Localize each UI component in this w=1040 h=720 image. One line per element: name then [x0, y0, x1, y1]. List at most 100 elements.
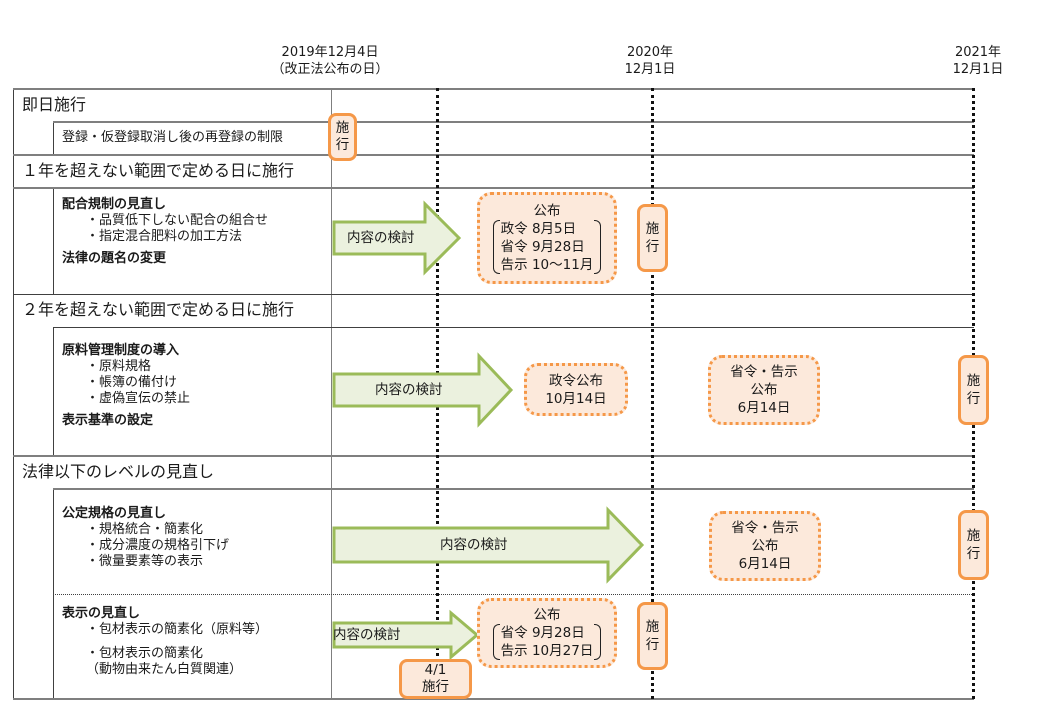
publication-details: 政令 8月5日 省令 9月28日 告示 10〜11月	[492, 220, 602, 274]
enforcement-box-row2: 施行	[958, 355, 989, 425]
label-timeline-divider	[331, 88, 332, 699]
date-marker-line2: （改正法公布の日）	[271, 62, 389, 77]
table-indent-border	[53, 488, 54, 699]
item-bullet: ・規格統合・簡素化	[86, 522, 204, 537]
item-reregistration-restriction: 登録・仮登録取消し後の再登録の制限	[62, 130, 283, 146]
item-bullet: ・指定混合肥料の加工方法	[86, 229, 243, 244]
item-bullet: ・微量要素等の表示	[86, 554, 204, 569]
publication-line: 告示 10月27日	[500, 643, 594, 659]
publication-line: 省令 9月28日	[500, 239, 585, 255]
item-bullet: ・原料規格	[86, 359, 152, 374]
arrow-shape	[332, 506, 645, 584]
item-blending-regulation: 配合規制の見直し ・品質低下しない配合の組合せ ・指定混合肥料の加工方法 法律の…	[62, 197, 268, 267]
box-line: 省令・告示	[731, 520, 799, 536]
box-line: 6月14日	[738, 556, 792, 572]
early-enforcement-box-row4: 4/1 施行	[399, 659, 472, 699]
grid-line	[13, 187, 974, 189]
arrow-shape	[332, 352, 514, 428]
box-line: 公布	[750, 382, 778, 398]
arrow-label: 内容の検討	[347, 230, 415, 246]
grid-line	[53, 327, 974, 328]
box-line: 省令・告示	[730, 364, 798, 380]
item-bullet: ・帳簿の備付け	[86, 375, 178, 390]
section-title-sub-law-review: 法律以下のレベルの見直し	[22, 462, 215, 481]
grid-line	[13, 455, 974, 457]
item-bullet: ・包材表示の簡素化（原料等）	[86, 622, 269, 637]
item-heading: 原料管理制度の導入	[62, 343, 180, 358]
review-arrow-row3: 内容の検討	[332, 506, 645, 584]
item-bullet-continued: （動物由来たん白質関連）	[86, 662, 243, 677]
table-indent-border	[53, 327, 54, 455]
item-bullet: ・成分濃度の規格引下げ	[86, 538, 230, 553]
timeline-2020-12-01-line	[651, 88, 654, 699]
item-heading: 法律の題名の変更	[62, 251, 167, 266]
publication-box-row1: 公布 政令 8月5日 省令 9月28日 告示 10〜11月	[477, 192, 617, 284]
enforcement-box-row4: 施行	[637, 602, 668, 670]
section-title-immediate: 即日施行	[22, 95, 87, 114]
enforcement-label: 施行	[966, 373, 981, 407]
section-title-within-2-years: ２年を超えない範囲で定める日に施行	[22, 300, 295, 319]
item-heading: 公定規格の見直し	[62, 506, 167, 521]
cabinet-order-box-row2: 政令公布 10月14日	[524, 363, 628, 416]
item-bullet: ・包材表示の簡素化	[86, 646, 204, 661]
table-left-border	[13, 88, 14, 699]
box-line: 4/1	[424, 662, 447, 678]
box-line: 政令公布	[549, 372, 603, 389]
publication-title: 公布	[533, 607, 561, 623]
publication-line: 政令 8月5日	[500, 221, 577, 237]
item-heading: 配合規制の見直し	[62, 197, 167, 212]
date-marker-line1: 2020年	[626, 45, 674, 60]
enforcement-box-row3: 施行	[958, 510, 989, 580]
enforcement-box-row1: 施行	[637, 204, 668, 272]
grid-line-dotted	[53, 594, 974, 595]
grid-line	[13, 88, 974, 90]
enforcement-label: 施行	[645, 221, 660, 255]
date-marker-line1: 2019年12月4日	[281, 45, 379, 60]
enforcement-label: 施行	[335, 120, 350, 153]
review-arrow-row1: 内容の検討	[332, 200, 462, 276]
grid-line	[13, 698, 974, 700]
table-indent-border	[53, 121, 54, 154]
publication-title: 公布	[533, 203, 561, 219]
item-bullet: ・品質低下しない配合の組合せ	[86, 213, 269, 228]
grid-line	[13, 154, 974, 156]
item-bullet: ・虚偽宣伝の禁止	[86, 391, 191, 406]
publication-line: 告示 10〜11月	[500, 257, 594, 273]
item-labeling-review: 表示の見直し ・包材表示の簡素化（原料等） ・包材表示の簡素化 （動物由来たん白…	[62, 606, 268, 678]
review-arrow-row4: 内容の検討	[332, 609, 480, 661]
box-line: 公布	[751, 538, 779, 554]
item-raw-material-management: 原料管理制度の導入 ・原料規格 ・帳簿の備付け ・虚偽宣伝の禁止 表示基準の設定	[62, 343, 190, 429]
arrow-label: 内容の検討	[440, 537, 508, 553]
item-heading: 表示基準の設定	[62, 413, 154, 428]
date-marker-line2: 12月1日	[952, 62, 1004, 77]
arrow-shape	[332, 200, 462, 276]
arrow-shape	[332, 609, 480, 661]
ministerial-order-box-row2: 省令・告示 公布 6月14日	[708, 355, 820, 425]
date-marker-line2: 12月1日	[624, 62, 676, 77]
table-indent-border	[53, 188, 54, 294]
date-marker-2019-12-04: 2019年12月4日 （改正法公布の日）	[250, 44, 410, 78]
box-line: 10月14日	[545, 390, 607, 407]
section-title-within-1-year: １年を超えない範囲で定める日に施行	[22, 161, 295, 180]
box-line: 6月14日	[737, 400, 791, 416]
ministerial-order-box-row3: 省令・告示 公布 6月14日	[709, 511, 821, 581]
publication-box-row4: 公布 省令 9月28日 告示 10月27日	[477, 598, 617, 668]
date-marker-2020-12-01: 2020年 12月1日	[610, 44, 690, 78]
review-arrow-row2: 内容の検討	[332, 352, 514, 428]
date-marker-line1: 2021年	[954, 45, 1002, 60]
item-heading: 表示の見直し	[62, 606, 141, 621]
grid-line	[53, 121, 974, 123]
enforcement-box-immediate: 施行	[328, 113, 357, 161]
item-line: 登録・仮登録取消し後の再登録の制限	[62, 130, 284, 145]
arrow-label: 内容の検討	[375, 382, 443, 398]
enforcement-label: 施行	[966, 528, 981, 562]
date-marker-2021-12-01: 2021年 12月1日	[938, 44, 1018, 78]
publication-line: 省令 9月28日	[500, 625, 585, 641]
arrow-label: 内容の検討	[333, 627, 401, 643]
enforcement-label: 施行	[645, 619, 660, 653]
grid-line	[53, 488, 974, 490]
publication-details: 省令 9月28日 告示 10月27日	[492, 624, 602, 660]
grid-line	[13, 294, 974, 295]
box-line: 施行	[422, 679, 449, 695]
item-official-standard-review: 公定規格の見直し ・規格統合・簡素化 ・成分濃度の規格引下げ ・微量要素等の表示	[62, 506, 229, 570]
